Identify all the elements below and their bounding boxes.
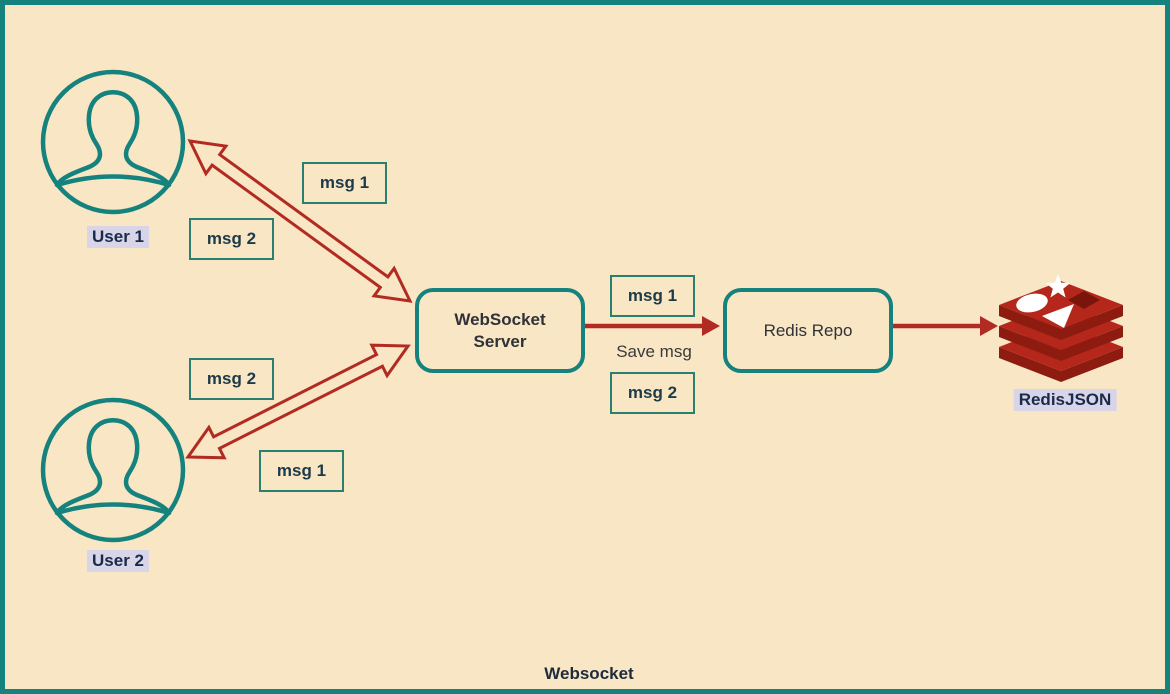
redisjson-label: RedisJSON: [1013, 389, 1117, 411]
msg-box-user2-msg1: msg 1: [259, 450, 344, 492]
arrow-user2-server: [185, 343, 411, 460]
msg-box-server-msg2: msg 2: [610, 372, 695, 414]
redis-star-glyph: [1045, 274, 1071, 298]
msg-box-user1-msg2: msg 2: [189, 218, 274, 260]
websocket-server-node: WebSocket Server: [415, 288, 585, 373]
msg-box-user2-msg2: msg 2: [189, 358, 274, 400]
arrow-server-repo: [581, 316, 720, 336]
websocket-server-label: WebSocket Server: [454, 310, 546, 351]
diagram-shapes: [5, 5, 1123, 689]
redis-ellipse-glyph: [1016, 293, 1048, 313]
arrow-user1-server: [187, 139, 413, 303]
save-msg-label: Save msg: [616, 342, 692, 361]
user1-label: User 1: [87, 226, 149, 248]
user2-label: User 2: [87, 550, 149, 572]
redis-repo-label: Redis Repo: [763, 320, 853, 340]
msg-box-user1-msg1: msg 1: [302, 162, 387, 204]
redis-logo-icon: [999, 274, 1123, 382]
redis-square-hole-glyph: [1068, 291, 1100, 309]
redis-triangle-glyph: [1042, 304, 1074, 328]
redis-repo-node: Redis Repo: [723, 288, 893, 373]
user1-avatar-icon: [43, 72, 183, 212]
user2-avatar-icon: [43, 400, 183, 540]
diagram-caption: Websocket: [544, 664, 634, 683]
arrow-repo-redis: [889, 316, 998, 336]
msg-box-server-msg1: msg 1: [610, 275, 695, 317]
